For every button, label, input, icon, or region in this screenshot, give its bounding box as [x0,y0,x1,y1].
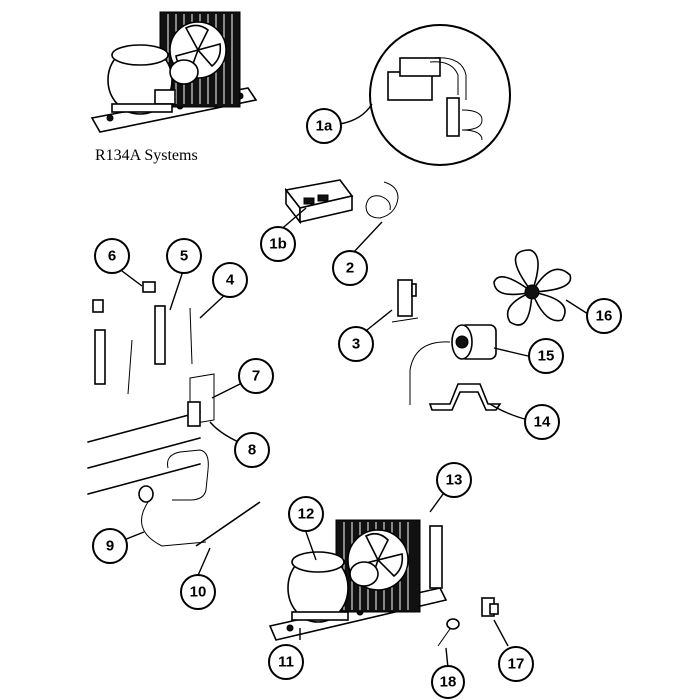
callout-13: 13 [436,462,472,498]
callout-15-label: 15 [538,348,555,365]
callout-3-label: 3 [352,336,360,353]
callout-14-label: 14 [534,414,551,431]
callout-12: 12 [288,496,324,532]
callout-18: 18 [431,665,465,699]
callout-16: 16 [586,298,622,334]
digital-controller-illustration [284,179,354,225]
access-valve-illustration [481,597,499,617]
callout-9: 9 [92,528,128,564]
callout-1b-label: 1b [269,236,287,253]
callout-11-label: 11 [278,654,294,671]
callout-8-label: 8 [248,442,256,459]
fan-motor-illustration [409,324,497,405]
callout-15: 15 [528,338,564,374]
callout-13-label: 13 [446,472,463,489]
callout-3: 3 [338,326,374,362]
callout-16-label: 16 [596,308,613,325]
callout-6: 6 [94,238,130,274]
callout-8: 8 [234,432,270,468]
relay-detail-zoom-illustration [369,24,511,166]
callout-5-label: 5 [180,248,188,265]
callout-4-label: 4 [226,272,235,289]
thermostat-bracket-illustration [391,279,419,323]
callout-9-label: 9 [106,538,114,555]
callout-4: 4 [212,262,248,298]
condensing-unit-illustration [268,519,448,641]
callout-18-label: 18 [440,674,457,691]
thermostat-capillary-coil-illustration [365,181,399,219]
callout-1a-label: 1a [316,118,333,135]
callout-11: 11 [268,644,304,680]
condensing-unit-r134a-illustration [90,11,258,133]
callout-5: 5 [166,238,202,274]
callout-2: 2 [332,250,368,286]
callout-17-label: 17 [508,656,525,673]
callout-6-label: 6 [108,248,116,265]
callout-1b: 1b [260,226,296,262]
callout-17: 17 [498,646,534,682]
callout-7: 7 [238,358,274,394]
service-fitting-illustration [437,618,460,647]
callout-12-label: 12 [298,506,315,523]
fan-motor-bracket-illustration [428,383,502,411]
callout-7-label: 7 [252,368,260,385]
caption-r134a-systems: R134A Systems [95,147,198,164]
callout-1a: 1a [306,108,342,144]
callout-10: 10 [180,574,216,610]
fan-blade-illustration [493,249,572,326]
callout-14: 14 [524,404,560,440]
callout-10-label: 10 [190,584,207,601]
evaporator-parts-illustration [87,281,261,547]
callout-2-label: 2 [346,260,354,277]
